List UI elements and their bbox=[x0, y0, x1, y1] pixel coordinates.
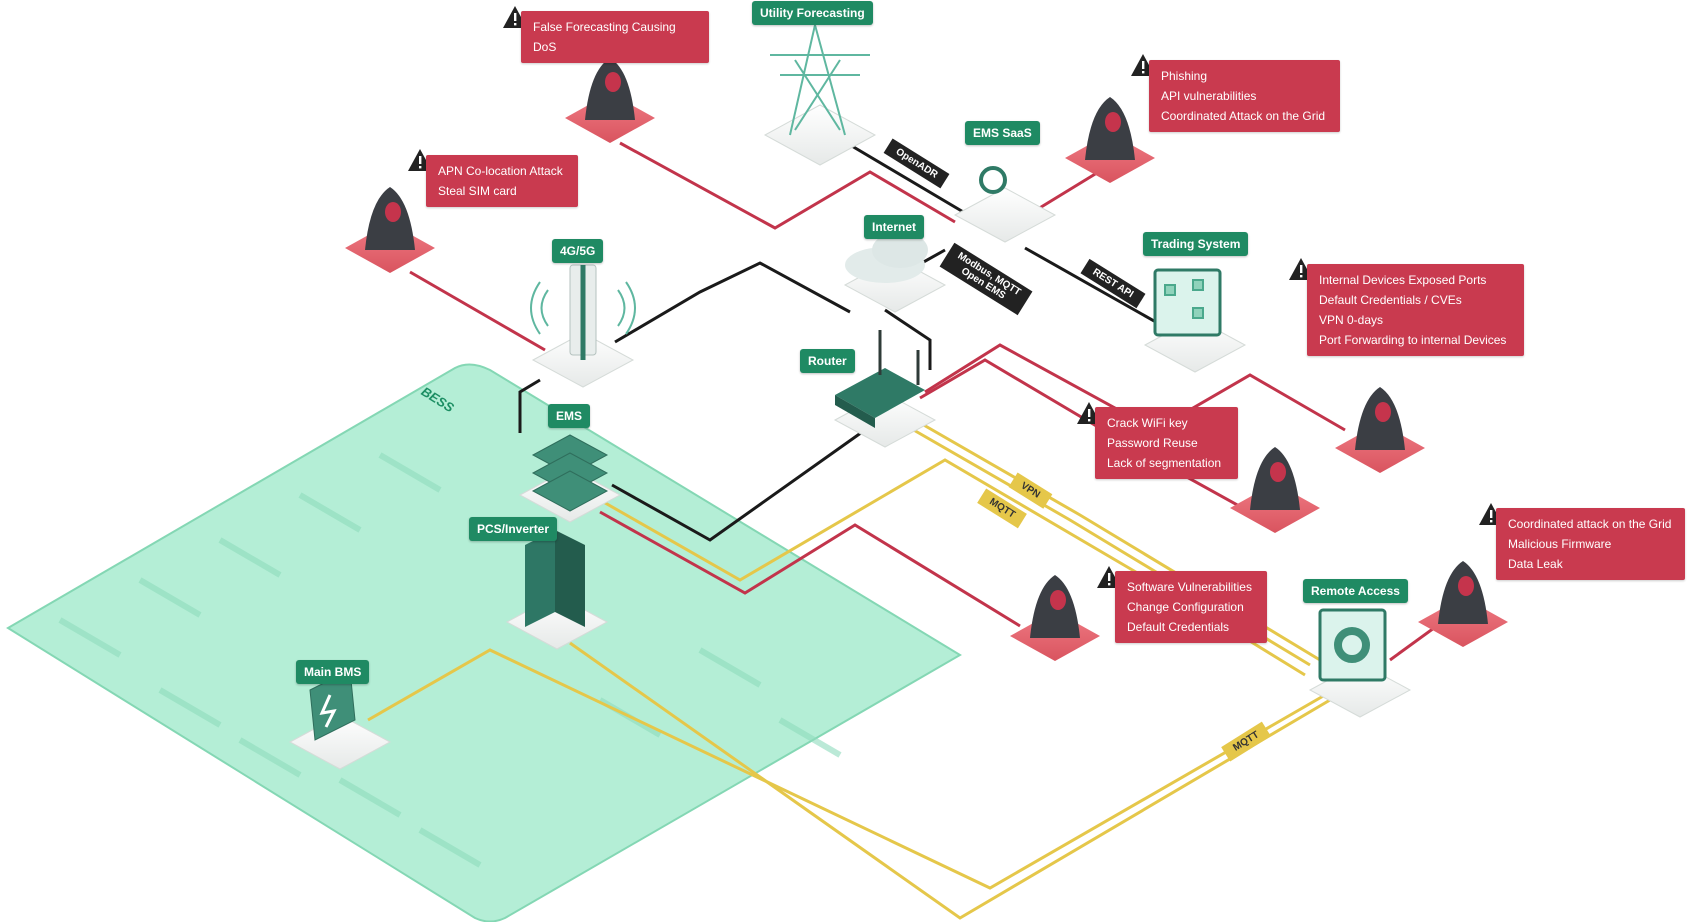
attacker-ports bbox=[1335, 387, 1425, 473]
label-remote-access: Remote Access bbox=[1303, 579, 1408, 603]
threat-item: Change Configuration bbox=[1127, 597, 1255, 617]
data-line-saas-trading bbox=[1025, 248, 1170, 330]
label-main-bms: Main BMS bbox=[296, 660, 369, 684]
cell-tower bbox=[531, 265, 635, 387]
threat-item: Port Forwarding to internal Devices bbox=[1319, 330, 1512, 350]
label-pcs-inverter: PCS/Inverter bbox=[469, 517, 557, 541]
threat-item: Data Leak bbox=[1508, 554, 1673, 574]
label-ems-saas: EMS SaaS bbox=[965, 121, 1040, 145]
threat-item: Coordinated Attack on the Grid bbox=[1161, 106, 1328, 126]
data-line-cell-internet bbox=[615, 263, 850, 342]
threat-item: APN Co-location Attack bbox=[438, 161, 566, 181]
attacker-software bbox=[1010, 575, 1100, 661]
threat-item: API vulnerabilities bbox=[1161, 86, 1328, 106]
bess-zone bbox=[8, 364, 960, 921]
threat-box-apn: APN Co-location Attack Steal SIM card bbox=[426, 155, 578, 207]
threat-item: Software Vulnerabilities bbox=[1127, 577, 1255, 597]
attacker-grid bbox=[1418, 561, 1508, 647]
threat-item: Crack WiFi key bbox=[1107, 413, 1226, 433]
attacker-apn bbox=[345, 187, 435, 273]
threat-item: Coordinated attack on the Grid bbox=[1508, 514, 1673, 534]
internet-cloud bbox=[845, 232, 945, 312]
attacker-dos bbox=[565, 58, 655, 143]
threat-box-wifi: Crack WiFi key Password Reuse Lack of se… bbox=[1095, 407, 1238, 479]
threat-box-ports: Internal Devices Exposed Ports Default C… bbox=[1307, 264, 1524, 356]
threat-item: Default Credentials bbox=[1127, 617, 1255, 637]
threat-box-grid: Coordinated attack on the Grid Malicious… bbox=[1496, 508, 1685, 580]
threat-box-dos: False Forecasting Causing DoS bbox=[521, 11, 709, 63]
label-trading-system: Trading System bbox=[1143, 232, 1248, 256]
attack-line-apn bbox=[410, 272, 545, 350]
threat-item: Lack of segmentation bbox=[1107, 453, 1226, 473]
attacker-wifi bbox=[1230, 447, 1320, 533]
threat-item: Steal SIM card bbox=[438, 181, 566, 201]
label-utility-forecasting: Utility Forecasting bbox=[752, 1, 873, 25]
threat-item: False Forecasting Causing DoS bbox=[533, 17, 697, 57]
remote-access-device bbox=[1310, 610, 1410, 717]
threat-item: Phishing bbox=[1161, 66, 1328, 86]
threat-item: Password Reuse bbox=[1107, 433, 1226, 453]
threat-item: Default Credentials / CVEs bbox=[1319, 290, 1512, 310]
threat-item: VPN 0-days bbox=[1319, 310, 1512, 330]
threat-box-software: Software Vulnerabilities Change Configur… bbox=[1115, 571, 1267, 643]
label-cellular: 4G/5G bbox=[552, 239, 603, 263]
threat-item: Internal Devices Exposed Ports bbox=[1319, 270, 1512, 290]
router-device bbox=[835, 330, 935, 447]
label-router: Router bbox=[800, 349, 855, 373]
threat-item: Malicious Firmware bbox=[1508, 534, 1673, 554]
label-internet: Internet bbox=[864, 215, 924, 239]
trading-system-device bbox=[1145, 270, 1245, 372]
data-line-internet-router bbox=[885, 310, 930, 370]
label-ems: EMS bbox=[548, 404, 590, 428]
utility-tower bbox=[765, 25, 875, 165]
threat-box-saas: Phishing API vulnerabilities Coordinated… bbox=[1149, 60, 1340, 132]
attack-line-saas bbox=[1033, 168, 1105, 212]
attacker-saas bbox=[1065, 97, 1155, 183]
